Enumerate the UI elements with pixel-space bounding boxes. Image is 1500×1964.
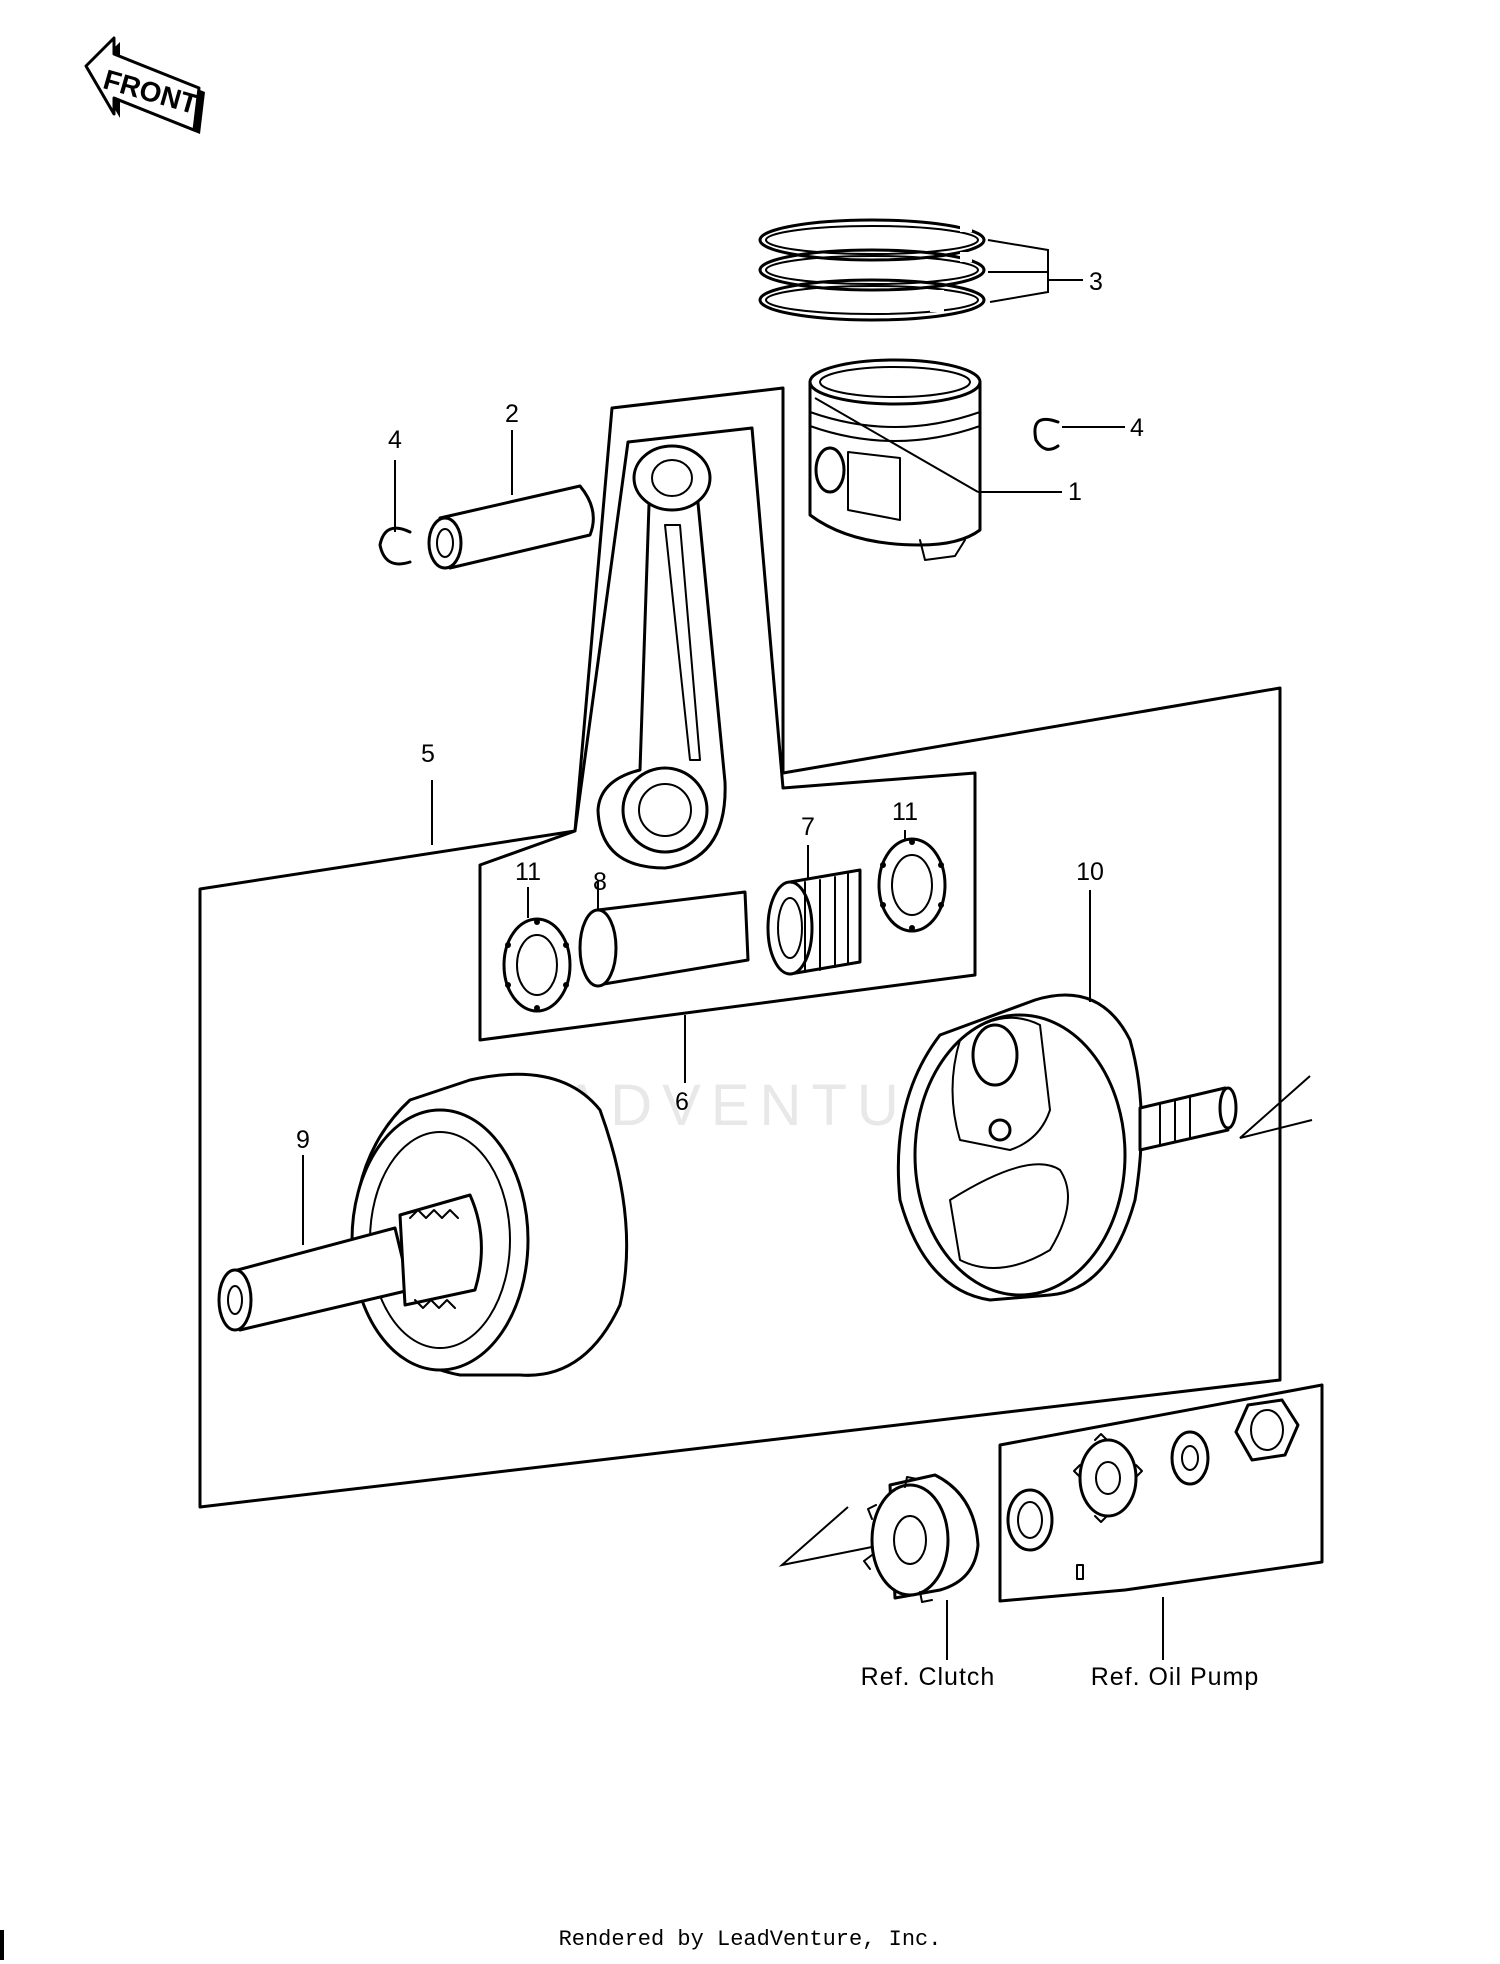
leader-lines [302,239,1164,1660]
clutch-reference-gear [863,1473,980,1603]
snap-ring-right [1033,417,1060,451]
right-flywheel [896,993,1238,1302]
callout-9: 9 [296,1126,310,1154]
crank-pin [578,890,750,988]
left-flywheel [217,1072,629,1377]
piston-ring-set [758,218,986,322]
ref-clutch-label: Ref. Clutch [861,1663,996,1691]
footer-credit: Rendered by LeadVenture, Inc. [559,1927,942,1952]
callout-4-right: 4 [1130,414,1144,442]
callout-7: 7 [801,813,815,841]
piston [808,358,982,561]
callout-4-left: 4 [388,426,402,454]
callout-11-right: 11 [892,798,918,826]
callout-11-left: 11 [515,858,541,886]
callout-8: 8 [593,868,607,896]
callout-6: 6 [675,1088,689,1116]
piston-pin [427,484,595,570]
front-direction-badge: FRONT [84,36,205,134]
needle-bearing [766,868,862,976]
callout-2: 2 [505,400,519,428]
thrust-washer-left [502,917,572,1013]
clutch-reference-pointer [778,1506,873,1567]
callout-5: 5 [421,740,435,768]
thrust-washer-right [877,837,947,933]
crankshaft-reference-pointer [1239,1075,1313,1139]
edge-mark [0,1930,4,1960]
callout-1: 1 [1068,478,1082,506]
connecting-rod [596,444,727,870]
snap-ring-left [378,526,412,566]
callout-3: 3 [1089,268,1103,296]
callout-labels: 1 2 3 4 4 5 6 7 8 9 10 11 11 [296,268,1144,1154]
callout-10: 10 [1076,858,1104,886]
ref-oil-pump-label: Ref. Oil Pump [1091,1663,1260,1691]
oil-pump-parts-group [998,1383,1324,1603]
